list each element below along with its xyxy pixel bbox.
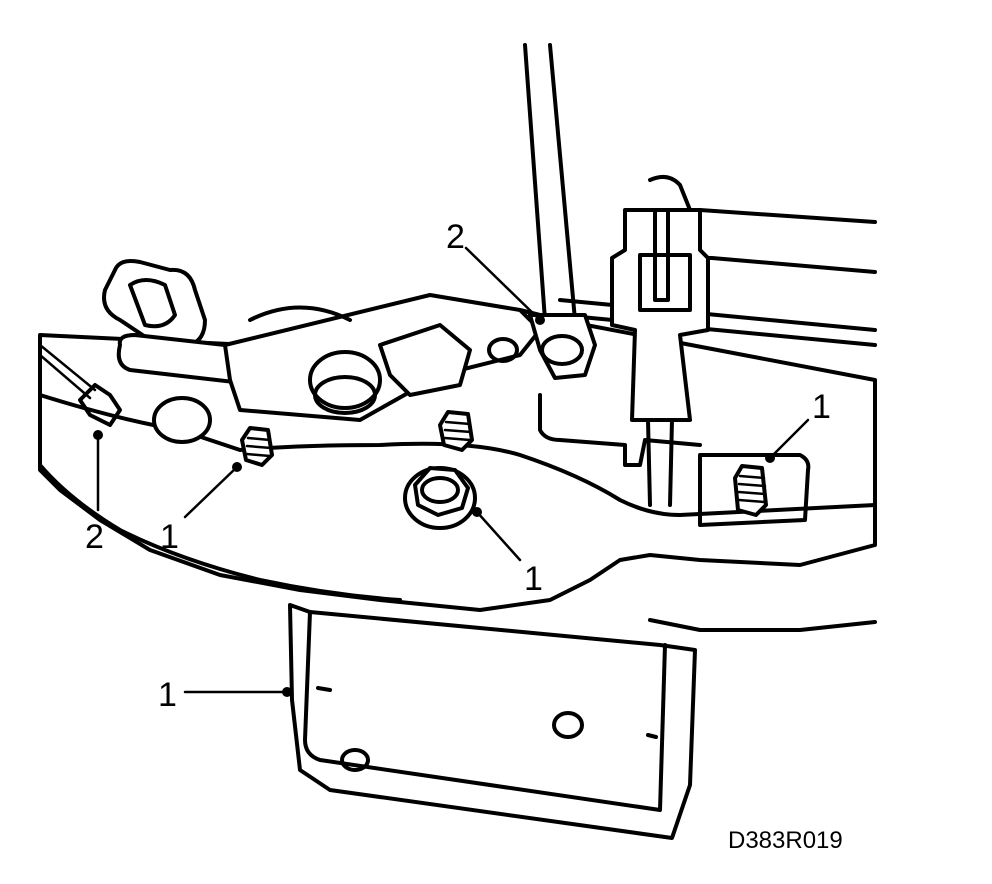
stud-right bbox=[733, 464, 768, 517]
linkage-mechanism bbox=[38, 259, 542, 444]
callout-2-top: 2 bbox=[446, 218, 465, 256]
callout-1-lower: 1 bbox=[158, 676, 177, 714]
cable-and-connector bbox=[523, 43, 710, 507]
fasteners bbox=[240, 410, 768, 530]
figure-id: D383R019 bbox=[728, 827, 843, 854]
stud-center bbox=[438, 410, 474, 452]
callout-1-left: 1 bbox=[160, 518, 179, 556]
callout-1-right: 1 bbox=[812, 388, 831, 426]
nut bbox=[403, 466, 477, 530]
callout-2-left: 2 bbox=[85, 518, 104, 556]
rear-bracket bbox=[558, 208, 877, 347]
callout-1-center: 1 bbox=[524, 560, 543, 598]
stud-left bbox=[240, 426, 274, 467]
leader-lines bbox=[93, 246, 810, 697]
lower-box bbox=[288, 603, 697, 840]
